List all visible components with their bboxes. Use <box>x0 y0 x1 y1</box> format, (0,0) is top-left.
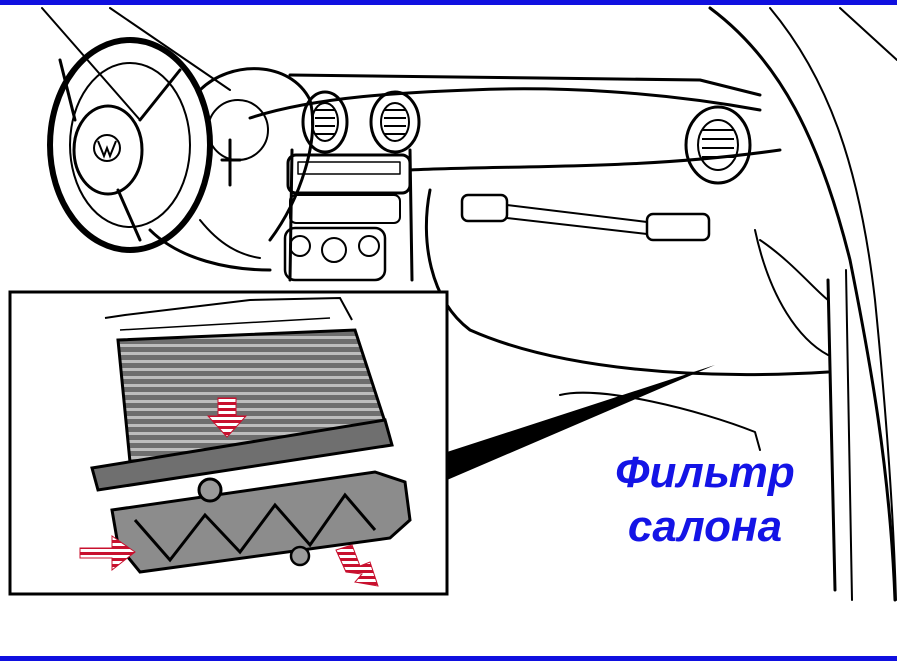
vent-louvres <box>315 109 734 158</box>
caption-line-2: салона <box>627 502 783 551</box>
caption-line-1: Фильтр <box>615 448 795 497</box>
down-right-arrow-icon <box>335 544 379 587</box>
cabin-filter-caption: Фильтр салона <box>590 446 820 554</box>
vw-logo-icon <box>93 134 121 162</box>
top-blue-rule <box>0 0 897 5</box>
down-arrow-icon <box>206 397 248 438</box>
right-arrow-icon <box>79 535 136 572</box>
bottom-blue-rule <box>0 656 897 661</box>
pointer-wedge <box>447 365 715 480</box>
filter-detail-inset <box>8 290 449 596</box>
cabin-filter-element <box>90 328 394 492</box>
